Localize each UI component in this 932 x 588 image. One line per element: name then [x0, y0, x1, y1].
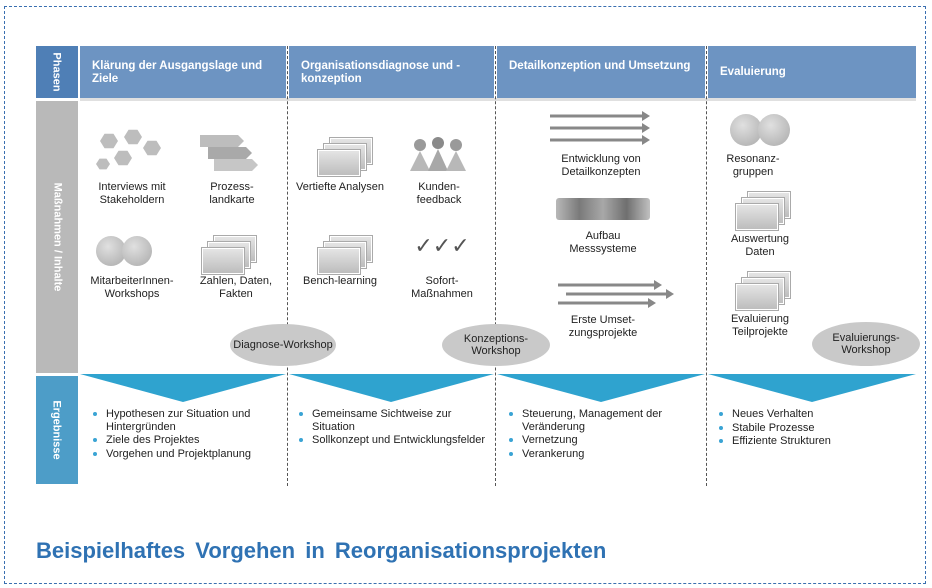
workshop-evaluierung: Evaluierungs-Workshop [812, 322, 920, 366]
results-list-3: Steuerung, Management der Veränderung Ve… [508, 408, 698, 461]
item-aufbau: Aufbau Messsysteme [569, 230, 637, 255]
side-label-phases: Phasen [36, 46, 78, 98]
measurement-image-icon [556, 198, 650, 220]
list-item: Effiziente Strukturen [718, 435, 908, 448]
item-entwicklung: Entwicklung von Detailkonzepten [561, 153, 641, 178]
list-item: Steuerung, Management der Veränderung [508, 408, 698, 433]
item-evaluierung-tp: Evaluierung Teilprojekte [730, 313, 790, 338]
item-mitarbeiter: MitarbeiterInnen-Workshops [90, 275, 174, 300]
list-item: Vorgehen und Projektplanung [92, 448, 282, 461]
phase-header-2: Organisationsdiagnose und -konzeption [289, 46, 494, 98]
divider-2 [495, 46, 496, 486]
workshop-diagnose: Diagnose-Workshop [230, 324, 336, 366]
item-zahlen: Zahlen, Daten, Fakten [199, 275, 273, 300]
item-kunden: Kunden-feedback [416, 181, 462, 206]
page-title: Beispielhaftes Vorgehen in Reorganisatio… [36, 538, 607, 563]
header-band [80, 98, 916, 101]
item-vertiefte: Vertiefte Analysen [295, 181, 385, 193]
item-resonanz: Resonanz-gruppen [726, 153, 780, 178]
results-list-4: Neues Verhalten Stabile Prozesse Effizie… [718, 408, 908, 449]
list-item: Ziele des Projektes [92, 434, 282, 447]
list-item: Verankerung [508, 448, 698, 461]
checkmarks-icon: ✓✓✓ [414, 233, 470, 258]
results-list-2: Gemeinsame Sichtweise zur Situation Soll… [298, 408, 488, 448]
item-sofort: Sofort-Maßnahmen [411, 275, 473, 300]
item-prozesslandkarte: Prozess-landkarte [209, 181, 255, 206]
side-label-activities: Maßnahmen / Inhalte [36, 101, 78, 373]
list-item: Hypothesen zur Situation und Hintergründ… [92, 408, 282, 433]
phase-header-3: Detailkonzeption und Umsetzung [497, 46, 705, 98]
item-bench: Bench-learning [303, 275, 377, 287]
side-label-results: Ergebnisse [36, 376, 78, 484]
list-item: Neues Verhalten [718, 408, 908, 421]
outer-frame [4, 6, 926, 584]
item-interviews: Interviews mit Stakeholdern [98, 181, 166, 206]
item-auswertung: Auswertung Daten [730, 233, 790, 258]
list-item: Gemeinsame Sichtweise zur Situation [298, 408, 488, 433]
phase-header-4: Evaluierung [708, 46, 916, 98]
divider-3 [706, 46, 707, 486]
phase-header-1: Klärung der Ausgangslage und Ziele [80, 46, 286, 98]
item-erste: Erste Umset-zungsprojekte [568, 314, 638, 339]
list-item: Vernetzung [508, 434, 698, 447]
divider-1 [287, 46, 288, 486]
workshop-konzeption: Konzeptions-Workshop [442, 324, 550, 366]
list-item: Sollkonzept und Entwicklungsfelder [298, 434, 488, 447]
list-item: Stabile Prozesse [718, 422, 908, 435]
results-list-1: Hypothesen zur Situation und Hintergründ… [92, 408, 282, 461]
